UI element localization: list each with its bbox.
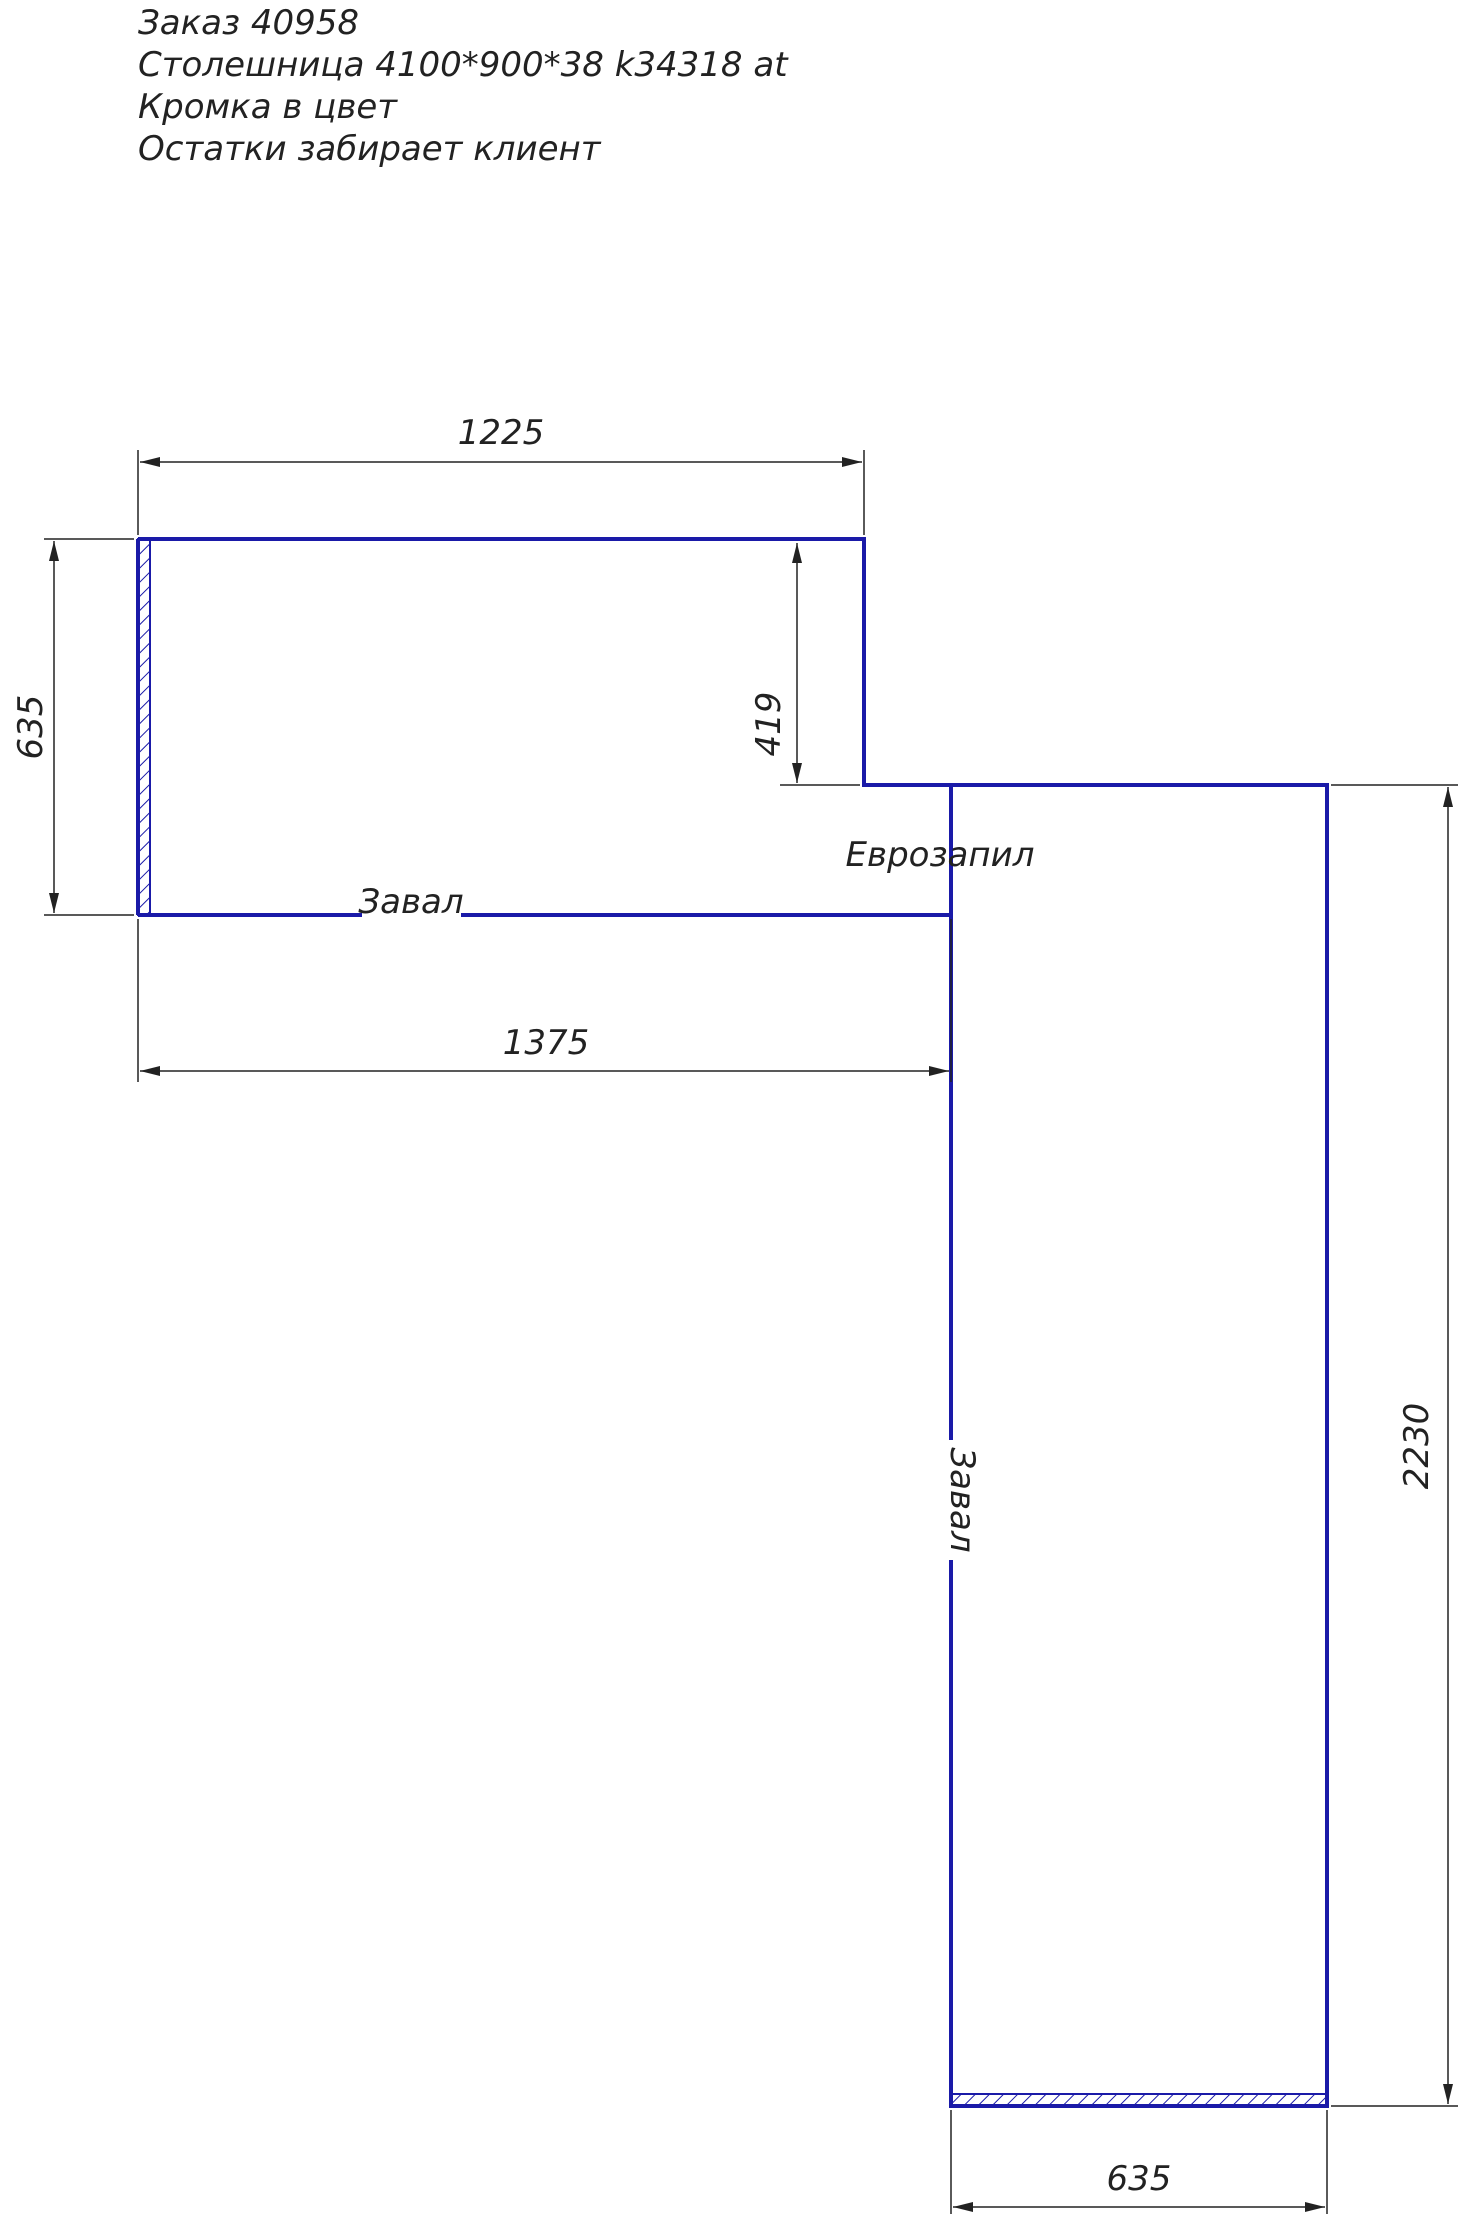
dim-top-width-value: 1225	[458, 413, 545, 453]
dim-step-height: 419	[749, 543, 860, 786]
remains-note: Остатки забирает клиент	[138, 129, 601, 169]
order-number: Заказ 40958	[138, 3, 360, 43]
countertop-spec: Столешница 4100*900*38 k34318 at	[138, 45, 788, 85]
dim-top-width: 1225	[137, 413, 865, 535]
dim-left-height: 635	[11, 538, 134, 916]
dim-bottom-leg-width: 635	[950, 2110, 1328, 2214]
edge-label-top: Завал	[358, 882, 463, 922]
dim-right-height-value: 2230	[1397, 1403, 1437, 1490]
countertop-outline	[138, 537, 1329, 2108]
dim-bottom-width-value: 1375	[503, 1023, 590, 1063]
dim-right-height: 2230	[1331, 784, 1458, 2107]
dim-step-height-value: 419	[749, 692, 789, 757]
bottom-end-hatch	[950, 2093, 1328, 2107]
left-end-hatch	[137, 538, 151, 916]
order-notes: Заказ 40958 Столешница 4100*900*38 k3431…	[138, 2, 788, 170]
dim-left-height-value: 635	[11, 695, 51, 760]
eurocut-label: Еврозапил	[846, 835, 1035, 875]
leg-label-gap	[941, 1440, 963, 1560]
dim-bottom-width: 1375	[137, 919, 952, 1082]
edge-label-leg: Завал	[942, 1447, 982, 1552]
edge-note: Кромка в цвет	[138, 87, 398, 127]
dim-bottom-leg-width-value: 635	[1107, 2159, 1172, 2199]
